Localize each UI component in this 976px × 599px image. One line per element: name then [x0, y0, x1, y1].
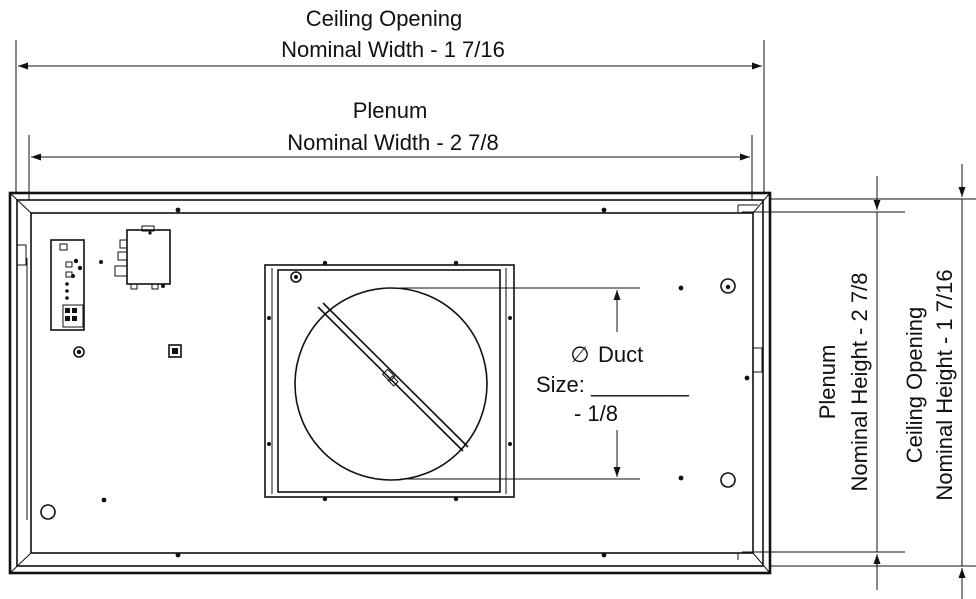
screw-dot — [453, 496, 459, 502]
board-chip — [65, 261, 73, 268]
duct-label-line3: - 1/8 — [574, 401, 618, 426]
ceiling-width-label-line1: Ceiling Opening — [306, 6, 463, 31]
screw-dot — [267, 442, 271, 446]
screw-dot — [744, 375, 750, 381]
screw-dot — [148, 231, 152, 235]
screw-dot — [678, 475, 684, 481]
collar-flange — [264, 264, 515, 498]
actuator-connector — [114, 265, 128, 277]
corner-miter-tl — [9, 192, 32, 214]
corner-miter-tr — [752, 192, 771, 214]
plenum-width-label-line2: Nominal Width - 2 7/8 — [287, 130, 499, 155]
terminal — [65, 316, 70, 321]
sensor-component — [168, 344, 182, 358]
screw-dot — [678, 285, 684, 291]
damper-blade-edge — [322, 302, 469, 448]
actuator-tab-top — [141, 225, 155, 232]
screw-dot — [322, 496, 328, 502]
damper-blade — [317, 306, 464, 452]
duct-size-dimension: ∅ Duct Size: ________ - 1/8 — [400, 287, 690, 480]
board-led — [71, 274, 75, 278]
plenum-body — [8, 191, 772, 575]
duct-circle — [294, 287, 488, 481]
duct-label-line1: Duct — [598, 342, 643, 367]
actuator-connector — [119, 239, 128, 249]
screw-dot — [101, 497, 107, 503]
screw-dot — [161, 284, 165, 288]
board-led — [65, 282, 69, 286]
terminal — [72, 308, 77, 313]
screw-dot — [453, 260, 459, 266]
collar-hole — [290, 271, 302, 283]
corner-miter-bl — [9, 552, 32, 574]
actuator-foot — [130, 283, 138, 290]
duct-label-line2: Size: ________ — [536, 372, 690, 397]
plenum-width-dimension: Plenum Nominal Width - 2 7/8 — [28, 98, 753, 200]
damper-pivot — [387, 375, 399, 387]
outer-frame — [8, 191, 772, 575]
plenum-height-label-line2: Nominal Height - 2 7/8 — [847, 273, 872, 492]
inner-panel — [30, 212, 754, 554]
diameter-symbol: ∅ — [570, 342, 589, 367]
board-chip — [59, 243, 68, 251]
right-bracket — [752, 347, 763, 373]
screw-dot — [175, 552, 181, 558]
screw-dot — [322, 260, 328, 266]
screw-dot — [508, 316, 512, 320]
control-board — [50, 239, 85, 331]
plenum-height-label-line1: Plenum — [815, 345, 840, 420]
collar-plate — [277, 269, 501, 493]
actuator-box — [114, 225, 171, 290]
screw-dot — [601, 552, 607, 558]
mounting-hole — [73, 346, 85, 358]
actuator-foot — [151, 283, 159, 290]
ceiling-width-label-line2: Nominal Width - 1 7/16 — [281, 37, 505, 62]
terminal — [72, 316, 77, 321]
terminal — [65, 308, 70, 313]
screw-dot — [99, 260, 103, 264]
mounting-hole-center — [76, 349, 82, 355]
board-led — [77, 265, 83, 271]
board-led — [73, 258, 79, 264]
corner-miter-br — [752, 552, 771, 574]
screw-dot — [508, 442, 512, 446]
ceiling-height-dimension: Ceiling Opening Nominal Height - 1 7/16 — [770, 164, 976, 599]
collar-hole-center — [294, 275, 298, 279]
board-led — [65, 296, 69, 300]
mounting-hole — [720, 472, 736, 488]
mounting-hole — [720, 278, 736, 294]
ceiling-width-dimension: Ceiling Opening Nominal Width - 1 7/16 — [15, 6, 765, 193]
screw-dot — [175, 207, 181, 213]
screw-dot — [601, 207, 607, 213]
actuator-connector — [117, 251, 128, 261]
duct-collar — [264, 260, 515, 502]
mounting-hole — [40, 504, 56, 520]
plenum-height-dimension: Plenum Nominal Height - 2 7/8 — [742, 176, 905, 590]
screw-dot — [267, 316, 271, 320]
sensor-outline — [168, 344, 182, 358]
sensor-core — [172, 348, 178, 354]
board-led — [65, 289, 69, 293]
frame-lip — [16, 199, 764, 567]
mounting-hole-center — [725, 284, 731, 290]
plenum-width-label-line1: Plenum — [353, 98, 428, 123]
control-board-outline — [50, 239, 85, 331]
left-bracket-top — [16, 244, 27, 266]
ceiling-height-label-line1: Ceiling Opening — [902, 307, 927, 464]
terminal-block — [62, 304, 84, 328]
ceiling-height-label-line2: Nominal Height - 1 7/16 — [932, 269, 957, 500]
actuator-box-outline — [126, 229, 171, 285]
damper-pivot — [381, 368, 396, 383]
